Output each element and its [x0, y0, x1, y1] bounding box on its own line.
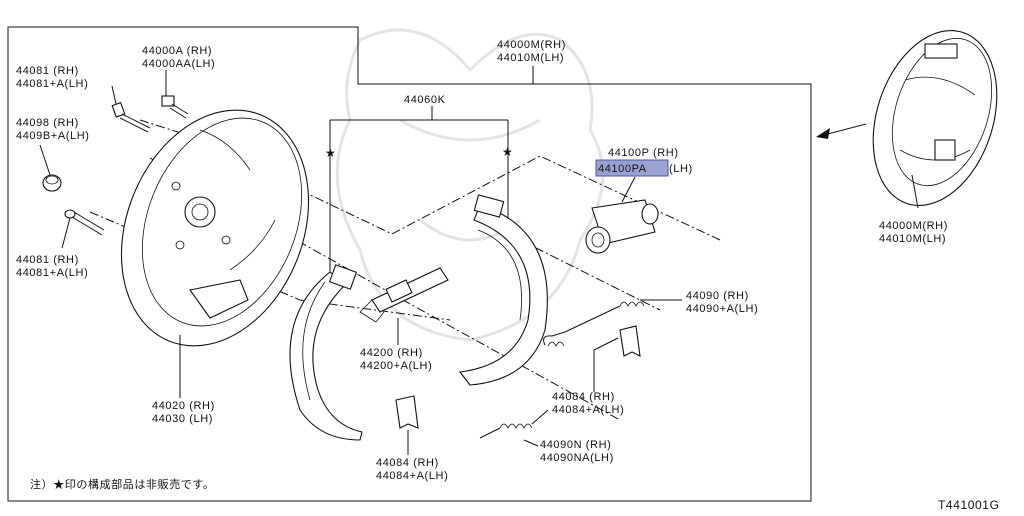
label-44098-rh: 44098 (RH) — [16, 117, 79, 129]
spring-44090 — [543, 299, 682, 347]
label-cylinder-pa: 44100PA — [598, 163, 647, 175]
label-44081-top-lh: 44081+A(LH) — [16, 78, 88, 90]
label-assy-main-lh: 44010M(LH) — [497, 52, 564, 64]
brake-shoe-left — [289, 264, 363, 441]
backing-plate-44020 — [120, 109, 310, 398]
adjuster-44200 — [359, 267, 449, 345]
bolt-44081-top — [111, 85, 151, 133]
label-44200-rh: 44200 (RH) — [360, 347, 423, 359]
star-mark-right: ★ — [502, 145, 513, 159]
wheel-cylinder-44100p — [585, 176, 659, 254]
label-bolt-top-lh: 44000AA(LH) — [142, 58, 215, 70]
label-44084-bottom-rh: 44084 (RH) — [376, 457, 439, 469]
label-44020-rh: 44020 (RH) — [152, 400, 215, 412]
label-44090-lh: 44090+A(LH) — [686, 303, 758, 315]
pin-44084-bottom — [395, 395, 419, 455]
arrow-head — [816, 128, 830, 139]
footnote: 注）★印の構成部品は非販売です。 — [30, 477, 215, 491]
assembled-drum-brake-view — [872, 29, 998, 209]
label-44081-bottom-rh: 44081 (RH) — [16, 254, 79, 266]
diagram-frame — [7, 26, 812, 502]
bolt-44081-bottom — [61, 209, 105, 249]
label-44084-right-lh: 44084+A(LH) — [552, 404, 624, 416]
spring-44090n — [479, 409, 549, 447]
label-44030-lh: 44030 (LH) — [152, 413, 213, 425]
label-assy-small-rh: 44000M(RH) — [879, 220, 948, 232]
label-44084-bottom-lh: 44084+A(LH) — [376, 470, 448, 482]
pin-44084-right — [593, 325, 641, 392]
label-44090-rh: 44090 (RH) — [686, 290, 749, 302]
label-44081-bottom-lh: 44081+A(LH) — [16, 267, 88, 279]
diagram-code: T441001G — [938, 498, 1000, 511]
label-44090n-lh: 44090NA(LH) — [540, 452, 614, 464]
star-mark-left: ★ — [325, 146, 336, 160]
bolt-44000a — [161, 70, 189, 119]
label-44081-top-rh: 44081 (RH) — [16, 65, 79, 77]
label-44098-lh: 4409B+A(LH) — [16, 130, 90, 142]
label-44084-right-rh: 44084 (RH) — [552, 391, 615, 403]
label-shoe-set: 44060K — [404, 94, 446, 106]
label-44090n-rh: 44090N (RH) — [540, 439, 611, 451]
watermark-emblem — [335, 28, 605, 342]
brake-shoe-right — [458, 194, 548, 386]
label-assy-main-rh: 44000M(RH) — [497, 39, 566, 51]
plug-44098 — [39, 144, 62, 192]
highlight-44100pa — [595, 159, 669, 177]
label-assy-small-lh: 44010M(LH) — [879, 233, 946, 245]
label-cylinder-rh: 44100P (RH) — [608, 147, 679, 159]
label-cylinder-lh: (LH) — [669, 163, 693, 175]
label-44200-lh: 44200+A(LH) — [360, 360, 432, 372]
label-bolt-top-rh: 44000A (RH) — [142, 45, 212, 57]
